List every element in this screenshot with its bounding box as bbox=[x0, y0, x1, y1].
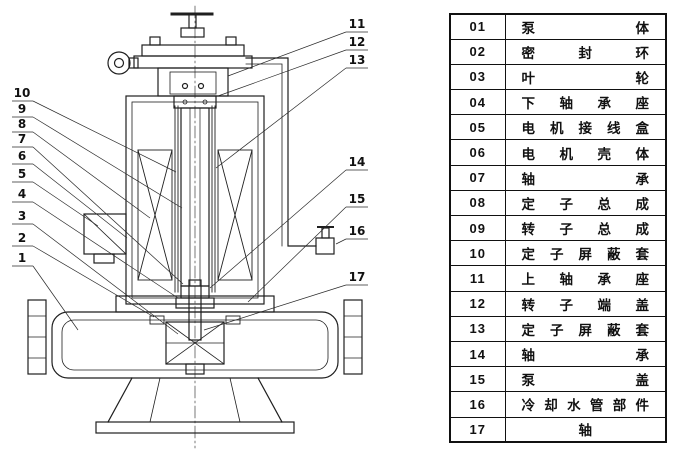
callout-label-10: 10 bbox=[14, 86, 31, 100]
shield-sleeves bbox=[174, 105, 216, 293]
part-name: 定子屏蔽套 bbox=[521, 322, 650, 338]
part-name: 冷却水管部件 bbox=[521, 398, 649, 414]
part-name: 定子总成 bbox=[521, 196, 650, 212]
table-row: 08 定子总成 bbox=[449, 189, 667, 217]
stator-windings bbox=[137, 149, 253, 281]
part-name: 转子总成 bbox=[521, 222, 650, 238]
callout-label-3: 3 bbox=[18, 209, 26, 223]
part-number: 02 bbox=[449, 38, 506, 65]
table-row: 16 冷却水管部件 bbox=[449, 391, 667, 418]
table-row: 03 叶轮 bbox=[449, 63, 667, 91]
callout-label-5: 5 bbox=[18, 167, 26, 181]
part-number: 11 bbox=[449, 265, 506, 292]
leader-lines bbox=[12, 31, 368, 335]
callout-label-2: 2 bbox=[18, 231, 26, 245]
part-number: 16 bbox=[449, 391, 506, 418]
callout-label-13: 13 bbox=[349, 53, 366, 67]
lifting-ring bbox=[107, 51, 139, 75]
part-number: 01 bbox=[449, 13, 506, 40]
callout-label-17: 17 bbox=[349, 270, 366, 284]
callout-label-15: 15 bbox=[349, 192, 366, 206]
table-row: 06 电机壳体 bbox=[449, 139, 667, 166]
callout-label-6: 6 bbox=[18, 149, 26, 163]
part-name: 定子屏蔽套 bbox=[521, 247, 650, 263]
part-number: 10 bbox=[449, 240, 506, 267]
table-row: 17 轴 bbox=[449, 416, 667, 443]
table-row: 13 定子屏蔽套 bbox=[449, 315, 667, 342]
part-name: 泵体 bbox=[521, 20, 650, 36]
callout-label-7: 7 bbox=[18, 132, 26, 146]
table-row: 07 轴承 bbox=[449, 164, 667, 191]
part-name: 叶轮 bbox=[521, 70, 650, 86]
part-name: 下轴承座 bbox=[521, 96, 650, 112]
table-row: 02 密封环 bbox=[449, 38, 667, 65]
part-number: 08 bbox=[449, 189, 506, 217]
table-row: 15 泵盖 bbox=[449, 366, 667, 393]
part-number: 03 bbox=[449, 63, 506, 91]
part-name: 轴承 bbox=[521, 171, 650, 187]
part-number: 07 bbox=[449, 164, 506, 191]
base-stand bbox=[95, 377, 295, 434]
part-name: 轴 bbox=[578, 423, 593, 439]
pump-schematic-svg: 10 9 8 7 6 5 4 3 2 1 11 12 13 14 15 16 1… bbox=[12, 5, 368, 449]
part-number: 04 bbox=[449, 89, 506, 116]
part-number: 09 bbox=[449, 214, 506, 242]
part-number: 15 bbox=[449, 366, 506, 393]
part-name: 轴承 bbox=[521, 348, 650, 364]
part-name: 泵盖 bbox=[521, 373, 650, 389]
part-name: 电机壳体 bbox=[521, 146, 650, 162]
table-row: 14 轴承 bbox=[449, 340, 667, 368]
table-row: 09 转子总成 bbox=[449, 214, 667, 242]
vent-handle bbox=[170, 12, 214, 38]
part-name: 密封环 bbox=[521, 45, 650, 61]
parts-table: 01 泵体 02 密封环 03 叶轮 04 下轴承座 05 电机接线盒 06 电机壳体 07… bbox=[449, 13, 667, 444]
part-name: 转子端盖 bbox=[521, 297, 650, 313]
callout-label-1: 1 bbox=[18, 251, 26, 265]
part-name: 电机接线盒 bbox=[521, 121, 650, 137]
callout-label-12: 12 bbox=[349, 35, 366, 49]
pump-casing bbox=[27, 299, 363, 379]
table-row: 11 上轴承座 bbox=[449, 265, 667, 292]
table-row: 04 下轴承座 bbox=[449, 89, 667, 116]
callout-label-9: 9 bbox=[18, 102, 26, 116]
callout-label-4: 4 bbox=[18, 187, 26, 201]
callout-label-14: 14 bbox=[349, 155, 366, 169]
callout-label-8: 8 bbox=[18, 117, 26, 131]
callout-label-11: 11 bbox=[349, 17, 366, 31]
upper-bearing-seat bbox=[133, 36, 253, 97]
part-number: 12 bbox=[449, 290, 506, 317]
part-number: 13 bbox=[449, 315, 506, 342]
part-name: 上轴承座 bbox=[521, 272, 650, 288]
part-number: 14 bbox=[449, 340, 506, 368]
table-row: 01 泵体 bbox=[449, 13, 667, 40]
part-number: 05 bbox=[449, 114, 506, 141]
table-row: 10 定子屏蔽套 bbox=[449, 240, 667, 267]
part-number: 17 bbox=[449, 416, 506, 443]
part-number: 06 bbox=[449, 139, 506, 166]
table-row: 05 电机接线盒 bbox=[449, 114, 667, 141]
seal-rings bbox=[149, 315, 241, 325]
callout-label-16: 16 bbox=[349, 224, 366, 238]
pump-cross-section-diagram: 10 9 8 7 6 5 4 3 2 1 11 12 13 14 15 16 1… bbox=[12, 5, 368, 449]
table-row: 12 转子端盖 bbox=[449, 290, 667, 317]
bearings bbox=[175, 285, 215, 309]
impeller-and-shaft bbox=[165, 279, 225, 375]
junction-box bbox=[83, 213, 127, 264]
